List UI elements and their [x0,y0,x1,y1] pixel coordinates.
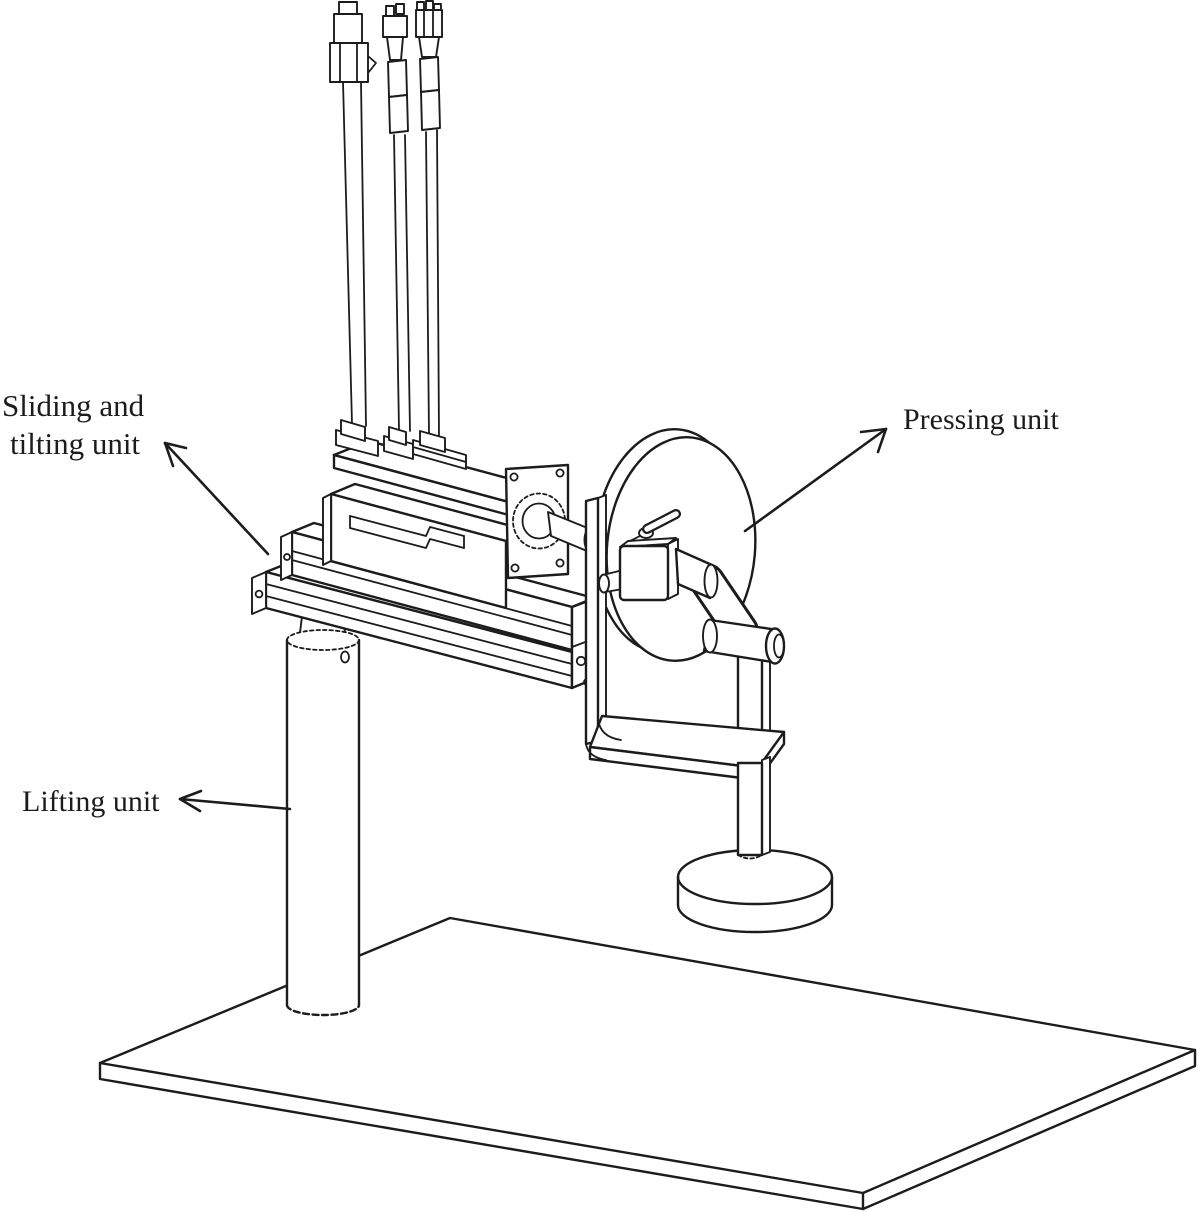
base-plate [98,916,1197,1211]
column-set-screw-hole [340,650,350,664]
label-lifting-unit: Lifting unit [22,785,160,818]
connector-2 [382,3,409,134]
cables [329,0,467,470]
handle-sleeve [674,547,719,600]
pressing-unit-mechanism [598,509,786,747]
stand-upright [584,494,607,746]
connector-1 [329,1,377,83]
lifting-column [285,607,361,1017]
leader-arrow-pressing [743,427,888,533]
label-sliding-tilting-line2: tilting unit [10,426,140,461]
slide-motor [322,439,595,610]
cable-clamp-3 [412,430,467,470]
toggle-lever [629,509,681,542]
support-post-lower [736,756,771,860]
motor-flange [504,463,570,580]
label-pressing-unit: Pressing unit [903,403,1060,436]
puck-base [676,848,834,934]
label-sliding-tilting-line1: Sliding and [2,388,145,423]
handle-knob [702,618,786,665]
cable-clamp-2 [383,426,414,460]
connector-3 [415,0,443,131]
cable-clamp-1 [335,419,379,457]
leader-arrow-sliding [163,441,270,556]
pressing-block [618,509,681,602]
leader-arrow-lifting [178,789,292,813]
